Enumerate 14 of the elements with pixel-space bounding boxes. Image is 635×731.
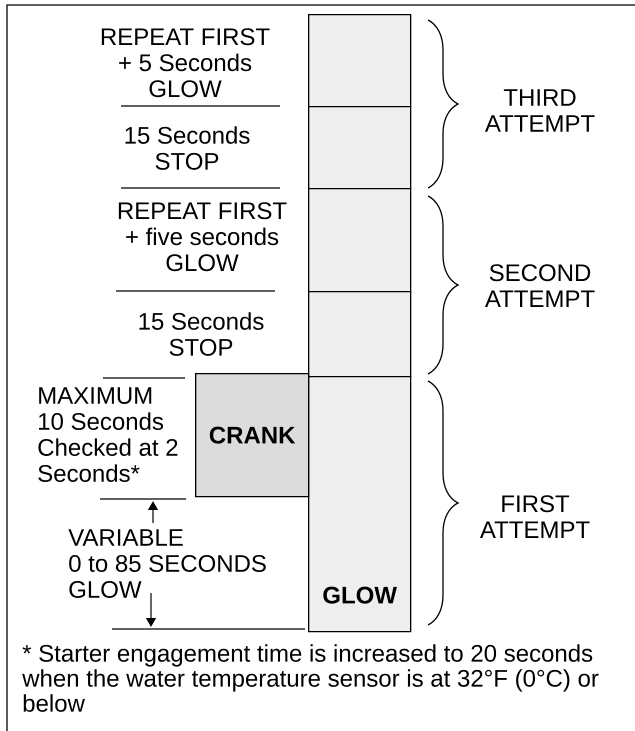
- step-label: 15 Seconds STOP: [139, 312, 264, 356]
- timeline-segment: [308, 106, 412, 190]
- step-label: REPEAT FIRST + five seconds GLOW: [118, 202, 287, 272]
- step-label: 15 Seconds STOP: [125, 126, 250, 170]
- step-label: VARIABLE 0 to 85 SECONDS GLOW: [68, 529, 266, 598]
- attempt-label: SECOND ATTEMPT: [484, 264, 595, 307]
- timeline-segment: [308, 188, 412, 292]
- timeline-segment: [308, 291, 412, 378]
- attempt-label: FIRST ATTEMPT: [480, 495, 590, 538]
- footnote-text: * Starter engagement time is increased to 20 seconds when the water temperature sensor is at 32°F (0°C) or below: [22, 644, 598, 712]
- crank-box: CRANK: [195, 373, 310, 498]
- attempt-label: THIRD ATTEMPT: [484, 89, 595, 132]
- step-label: REPEAT FIRST + 5 Seconds GLOW: [102, 28, 270, 98]
- timeline-segment: [308, 14, 412, 108]
